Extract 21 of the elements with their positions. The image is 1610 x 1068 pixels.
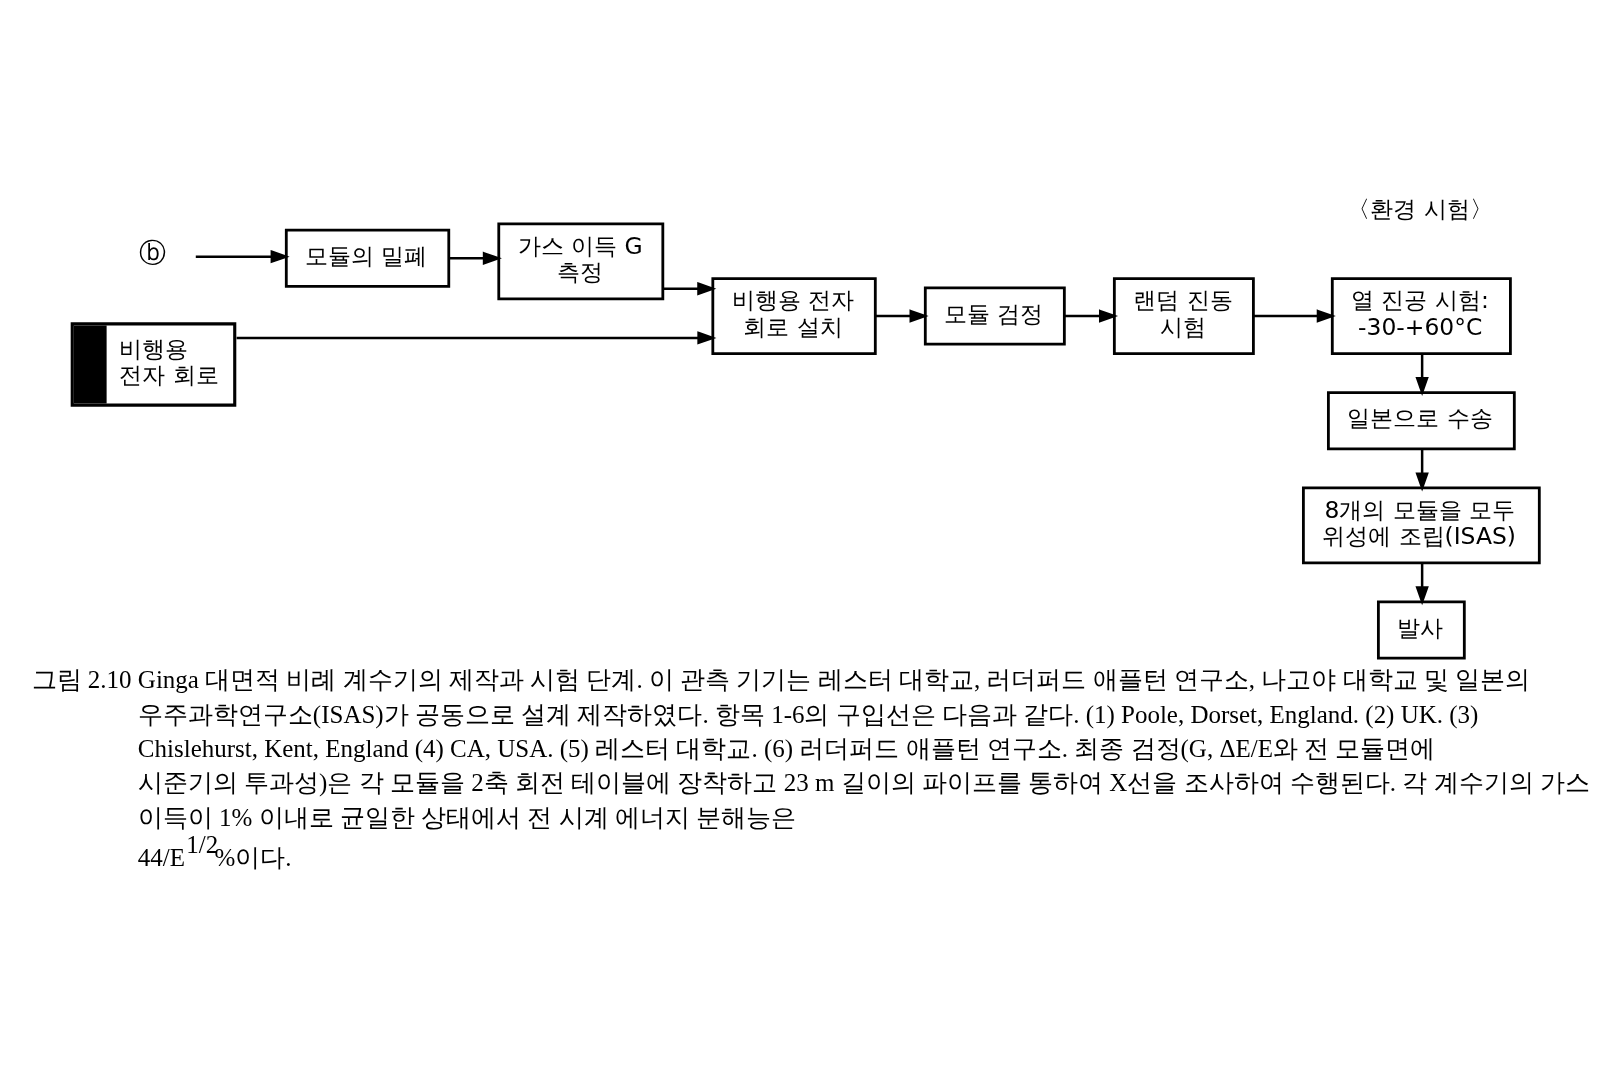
label: 〈환경 시험〉 bbox=[1347, 194, 1493, 223]
node-box: 열 진공 시험: -30-+60°C bbox=[1330, 277, 1512, 355]
node-text: ⓑ bbox=[139, 236, 167, 268]
arrow bbox=[1064, 309, 1119, 323]
node-box: 가스 이득 G 측정 bbox=[497, 222, 665, 301]
node-box: 발사 bbox=[1377, 600, 1466, 660]
arrow bbox=[663, 282, 717, 296]
node-box: 랜덤 진동 시험 bbox=[1112, 277, 1255, 355]
node-box: 일본으로 수송 bbox=[1327, 391, 1516, 451]
node-box: 모듈 검정 bbox=[923, 286, 1066, 346]
node-box: 모듈의 밀폐 bbox=[284, 228, 451, 288]
node-box: 비행용 전자 회로 설치 bbox=[711, 277, 877, 355]
node-box: 8개의 모듈을 모두 위성에 조립(ISAS) bbox=[1302, 486, 1541, 565]
arrow bbox=[236, 331, 717, 345]
arrow bbox=[449, 251, 502, 265]
arrow bbox=[875, 309, 929, 323]
arrow bbox=[1253, 309, 1336, 323]
arrow bbox=[1415, 449, 1429, 492]
arrow bbox=[1415, 563, 1429, 606]
arrow bbox=[1415, 353, 1429, 396]
arrow bbox=[195, 250, 290, 264]
